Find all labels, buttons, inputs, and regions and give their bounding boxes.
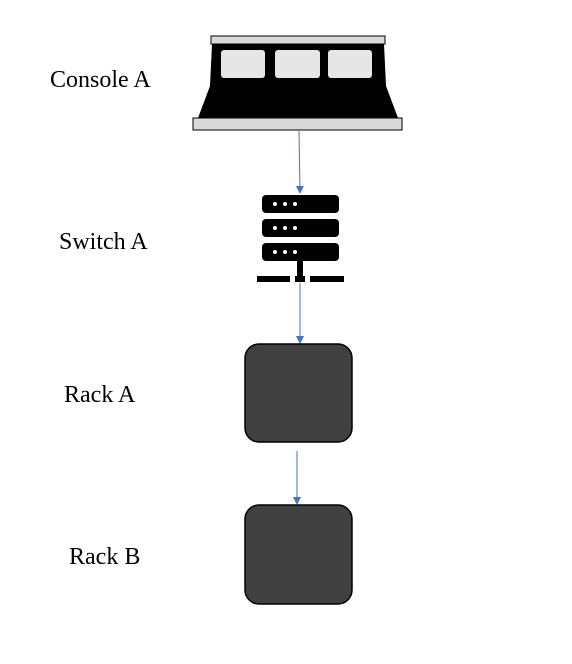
rack-icon: [244, 343, 353, 443]
rack-icon: [244, 504, 353, 605]
rack-b-label: Rack B: [69, 544, 141, 570]
rack-a-label: Rack A: [64, 382, 136, 408]
connector-console-switch: [295, 130, 304, 194]
server-switch-icon: [257, 195, 344, 282]
switch-a-label: Switch A: [59, 229, 148, 255]
console-a-label: Console A: [50, 67, 151, 93]
console-icon: [192, 35, 403, 131]
